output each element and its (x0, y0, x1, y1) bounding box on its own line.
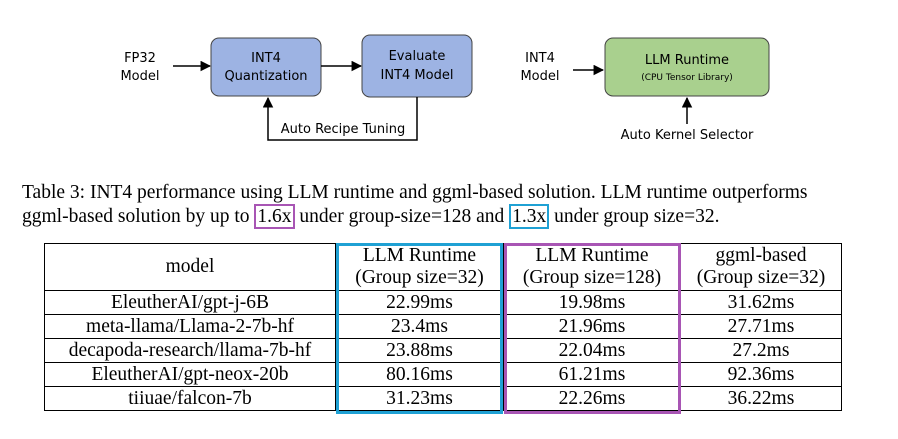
cell-model: EleutherAI/gpt-j-6B (44, 290, 336, 315)
table-row: tiiuae/falcon-7b 31.23ms 22.26ms 36.22ms (44, 386, 842, 411)
caption-highlight-1-3x: 1.3x (509, 204, 550, 229)
table-row: EleutherAI/gpt-j-6B 22.99ms 19.98ms 31.6… (44, 290, 842, 315)
cell-ggml-gs32: 27.2ms (680, 338, 842, 363)
quantization-box-line1: INT4 (251, 51, 281, 66)
header-model: model (44, 243, 336, 291)
cell-ggml-gs32: 36.22ms (680, 386, 842, 411)
cell-llm-gs32: 23.4ms (335, 314, 504, 339)
input-label-line1: FP32 (124, 51, 156, 66)
cell-llm-gs128: 19.98ms (503, 290, 681, 315)
table-row: decapoda-research/llama-7b-hf 23.88ms 22… (44, 338, 842, 363)
evaluate-box-line1: Evaluate (389, 49, 446, 64)
cell-model: EleutherAI/gpt-neox-20b (44, 362, 336, 387)
cell-llm-gs128: 22.26ms (503, 386, 681, 411)
table-row: meta-llama/Llama-2-7b-hf 23.4ms 21.96ms … (44, 314, 842, 339)
cell-llm-gs32: 31.23ms (335, 386, 504, 411)
quantization-box-line2: Quantization (224, 69, 307, 84)
cell-model: decapoda-research/llama-7b-hf (44, 338, 336, 363)
header-ggml-gs32: ggml-based(Group size=32) (680, 243, 842, 291)
table-header-row: model LLM Runtime(Group size=32) LLM Run… (44, 243, 842, 291)
pipeline-diagram: FP32 Model INT4 Quantization Evaluate IN… (120, 34, 770, 143)
header-llm-runtime-gs128: LLM Runtime(Group size=128) (503, 243, 681, 291)
input-label-line2: Model (120, 69, 159, 84)
caption-highlight-1-6x: 1.6x (254, 204, 295, 229)
cell-llm-gs32: 22.99ms (335, 290, 504, 315)
table-caption: Table 3: INT4 performance using LLM runt… (22, 181, 882, 229)
output-label-line1: INT4 (525, 51, 555, 66)
caption-text-a: ggml-based solution by up to (22, 206, 255, 227)
performance-table: model LLM Runtime(Group size=32) LLM Run… (44, 243, 842, 411)
llm-runtime-subtitle: (CPU Tensor Library) (641, 73, 733, 83)
cell-ggml-gs32: 92.36ms (680, 362, 842, 387)
evaluate-box-line2: INT4 Model (381, 68, 454, 83)
cell-llm-gs32: 23.88ms (335, 338, 504, 363)
cell-ggml-gs32: 31.62ms (680, 290, 842, 315)
output-label-line2: Model (520, 69, 559, 84)
auto-recipe-tuning-label: Auto Recipe Tuning (281, 122, 405, 137)
feedback-loop-line (262, 96, 418, 141)
caption-text-c: under group size=32. (549, 206, 720, 227)
llm-runtime-title: LLM Runtime (645, 53, 729, 68)
cell-model: tiiuae/falcon-7b (44, 386, 336, 411)
caption-text-b: under group-size=128 and (294, 206, 510, 227)
auto-kernel-selector-label: Auto Kernel Selector (621, 128, 754, 143)
cell-model: meta-llama/Llama-2-7b-hf (44, 314, 336, 339)
llm-runtime-box (604, 37, 770, 97)
cell-llm-gs32: 80.16ms (335, 362, 504, 387)
quantization-box (210, 37, 322, 97)
cell-llm-gs128: 61.21ms (503, 362, 681, 387)
table-row: EleutherAI/gpt-neox-20b 80.16ms 61.21ms … (44, 362, 842, 387)
cell-ggml-gs32: 27.71ms (680, 314, 842, 339)
header-llm-runtime-gs32: LLM Runtime(Group size=32) (335, 243, 504, 291)
cell-llm-gs128: 22.04ms (503, 338, 681, 363)
cell-llm-gs128: 21.96ms (503, 314, 681, 339)
caption-line2: ggml-based solution by up to 1.6x under … (22, 204, 882, 229)
evaluate-box (361, 34, 473, 98)
caption-line1: Table 3: INT4 performance using LLM runt… (22, 182, 808, 203)
